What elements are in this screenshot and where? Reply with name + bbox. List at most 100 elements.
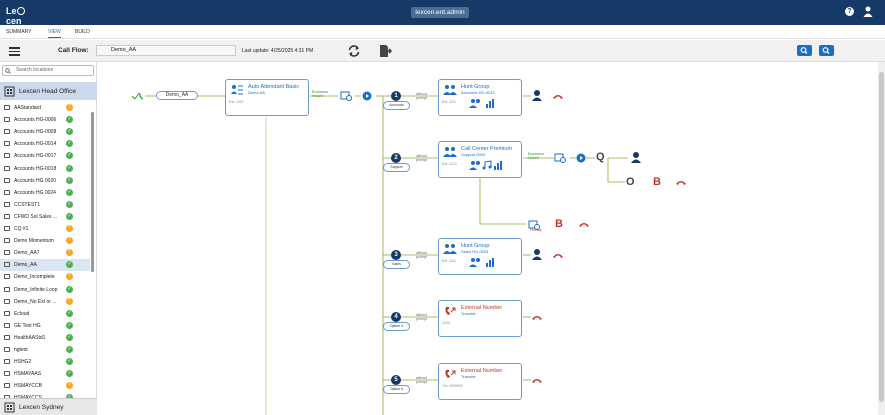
call-flow-icon	[4, 165, 10, 171]
auto-attendant-card[interactable]: Auto Attendant Basic Demo AA Ext. 1201	[225, 79, 309, 116]
call-flow-list-item[interactable]: Demo_AA✓	[0, 259, 90, 272]
call-flow-list-item[interactable]: Accounts HG-0006✓	[0, 114, 90, 126]
user-icon[interactable]	[863, 6, 873, 17]
call-flow-list-item[interactable]: AAStandard!	[0, 102, 90, 114]
call-flow-name: GE Test HG	[14, 322, 41, 329]
hamburger-menu-icon[interactable]	[9, 47, 20, 56]
group-icon	[443, 85, 457, 95]
location-name: Lexcen Sydney	[19, 404, 64, 411]
branch-number: 2	[391, 153, 401, 163]
user-account-button[interactable]: lexcen.ent.admin	[411, 7, 469, 18]
zoom-in-button[interactable]	[797, 45, 812, 56]
status-icon: ✓	[66, 358, 73, 366]
card-title: Hunt Group	[461, 84, 490, 90]
call-flow-list-item[interactable]: CFWD Sol Sales ...✓	[0, 211, 90, 223]
call-flow-name: CQ #1	[14, 226, 29, 232]
call-flow-select[interactable]: Demo_AA	[96, 45, 236, 56]
tab-build[interactable]: BUILD	[75, 29, 90, 35]
busy-node[interactable]: B	[555, 218, 563, 230]
call-flow-icon	[4, 322, 10, 328]
status-icon: ✓	[66, 176, 73, 184]
call-flow-list-item[interactable]: Demo_Infinite Loop✓	[0, 284, 90, 296]
call-flow-list-item[interactable]: GE Test HG✓	[0, 320, 90, 332]
holiday-label: Holiday	[530, 228, 542, 232]
call-flow-list-item[interactable]: CCSTEST1✓	[0, 199, 90, 211]
branch-number: 3	[391, 250, 401, 260]
call-flow-icon	[4, 371, 10, 377]
call-flow-name: Accounts HG-0006	[14, 117, 57, 124]
call-flow-list-item[interactable]: HSMAYAAS✓	[0, 368, 90, 380]
call-flow-list-item[interactable]: HealthAAStd1✓	[0, 332, 90, 344]
toolbar: Call Flow: Demo_AA Last update: 4/25/202…	[0, 40, 885, 62]
incoming-call-icon	[131, 92, 144, 100]
call-flow-list-item[interactable]: Demo Momentum!	[0, 235, 90, 247]
branch-option-pill[interactable]: Support	[383, 163, 410, 172]
call-flow-list-item[interactable]: CQ #1!	[0, 223, 90, 235]
sidebar-scrollbar[interactable]	[91, 112, 94, 272]
call-flow-icon	[4, 201, 10, 207]
call-flow-list-item[interactable]: Ecloud✓	[0, 308, 90, 320]
card-title: External Number	[461, 305, 503, 311]
help-icon[interactable]: ?	[845, 7, 854, 16]
external-phone-icon	[445, 370, 456, 378]
call-flow-list-item[interactable]: Demo_No Ext or ...!	[0, 296, 90, 308]
call-flow-list-item[interactable]: Accounts HG 0024✓	[0, 187, 90, 199]
call-flow-list-item[interactable]: Demo_AA7!	[0, 247, 90, 259]
call-flow-list-item[interactable]: Demo_Incomplete!	[0, 271, 90, 283]
branch-option-pill[interactable]: Accounts	[383, 101, 410, 110]
status-icon: ✓	[66, 200, 73, 208]
call-flow-list-item[interactable]: HSMAYCCB!	[0, 380, 90, 392]
agents-icon	[469, 99, 480, 108]
stats-icon	[494, 161, 502, 170]
hangup-icon	[532, 316, 542, 320]
export-icon[interactable]	[378, 44, 392, 58]
queue-node[interactable]: Q	[596, 151, 605, 163]
schedule-icon	[554, 153, 566, 163]
zoom-in-icon	[800, 47, 808, 54]
branch-option-pill[interactable]: Option 4	[383, 322, 410, 331]
search-locations-input[interactable]: Search locations	[2, 65, 94, 76]
call-flow-list-item[interactable]: Accounts HG-0008✓	[0, 126, 90, 138]
call-flow-list-item[interactable]: Accounts HG 0020 ✓	[0, 175, 90, 187]
card-subtitle: Sales HG-0003	[461, 249, 489, 254]
call-flow-name: Accounts HG-0018	[14, 165, 57, 172]
location-header[interactable]: Lexcen Head Office	[0, 82, 97, 100]
refresh-icon[interactable]	[347, 44, 361, 58]
overflow-node[interactable]: O	[626, 176, 635, 188]
call-flow-name: HSMAYAAS	[14, 371, 42, 378]
call-flow-icon	[4, 334, 10, 340]
play-icon	[362, 91, 372, 101]
start-node[interactable]: Demo_AA	[156, 91, 198, 100]
call-flow-list-item[interactable]: Accounts HG-0017✓	[0, 150, 90, 162]
tab-summary[interactable]: SUMMARY	[6, 29, 32, 35]
flow-canvas[interactable]: Demo_AA Auto Attendant Basic Demo AA Ext…	[98, 62, 878, 415]
call-flow-name: Accounts HG 0020	[14, 177, 56, 184]
schedule-icon	[340, 91, 352, 101]
location-footer[interactable]: Lexcen Sydney	[0, 398, 97, 415]
auto-attendant-icon	[231, 85, 243, 95]
zoom-out-button[interactable]	[819, 45, 834, 56]
call-flow-name: Demo Momentum	[14, 238, 54, 245]
call-flow-list-item[interactable]: hgtest✓	[0, 344, 90, 356]
call-flow-list-item[interactable]: Accounts HG-0018✓	[0, 163, 90, 175]
call-flow-list-item[interactable]: HSHG2✓	[0, 356, 90, 368]
schedule-icon	[528, 220, 540, 230]
branch-number: 1	[391, 91, 401, 101]
agent-icon	[532, 249, 542, 260]
canvas-scrollbar[interactable]	[878, 62, 885, 415]
call-flow-list-item[interactable]: Accounts HG-0014✓	[0, 138, 90, 150]
branch-option-pill[interactable]: Option 5	[383, 385, 410, 394]
tab-view[interactable]: VIEW	[48, 29, 61, 38]
call-flow-icon	[4, 153, 10, 159]
branch-option-pill[interactable]: Sales	[383, 260, 410, 269]
building-icon	[4, 402, 15, 413]
status-icon: ✓	[66, 140, 73, 148]
card-extension: Ext. 1111	[442, 259, 457, 263]
busy-node[interactable]: B	[653, 176, 661, 188]
call-flow-icon	[4, 189, 10, 195]
